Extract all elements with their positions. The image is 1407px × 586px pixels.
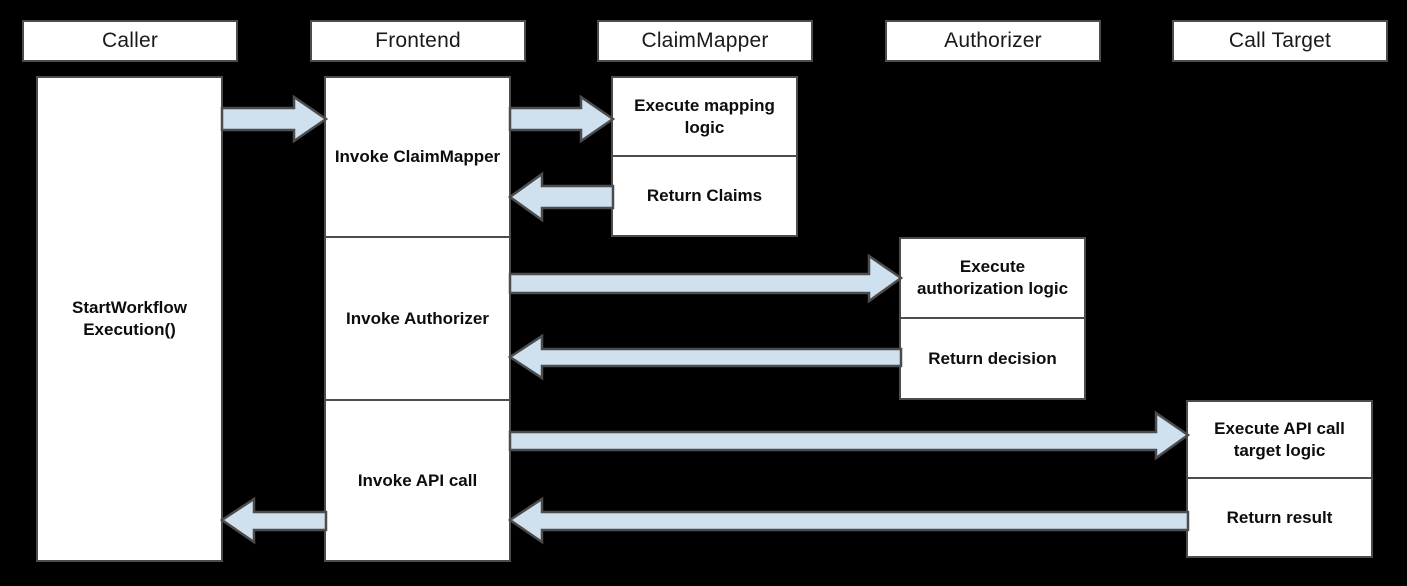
activation-caller-start-workflow-execution-label: StartWorkflow Execution()	[72, 298, 187, 339]
lifeline-header-frontend: Frontend	[310, 20, 526, 62]
activation-authorizer-execute-authorization-logic-label: Execute authorization logic	[916, 257, 1069, 298]
activation-frontend-invoke-claimmapper: Invoke ClaimMapper	[324, 76, 511, 237]
message-arrow-frontend-to-caller	[219, 496, 328, 545]
lifeline-header-caller-label: Caller	[101, 29, 159, 52]
lifeline-header-claimmapper: ClaimMapper	[597, 20, 813, 62]
message-arrow-frontend-to-authorizer	[508, 253, 904, 304]
lifeline-header-caller: Caller	[22, 20, 238, 62]
message-arrow-caller-to-frontend	[220, 94, 329, 144]
lifeline-header-authorizer: Authorizer	[885, 20, 1101, 62]
message-arrow-authorizer-to-frontend	[507, 333, 903, 381]
activation-caller-start-workflow-execution: StartWorkflow Execution()	[36, 76, 223, 562]
activation-claimmapper-return-claims: Return Claims	[611, 156, 798, 237]
activation-frontend-invoke-authorizer: Invoke Authorizer	[324, 237, 511, 400]
lifeline-header-claimmapper-label: ClaimMapper	[641, 29, 769, 52]
activation-authorizer-return-decision: Return decision	[899, 318, 1086, 400]
activation-frontend-invoke-authorizer-label: Invoke Authorizer	[346, 308, 489, 328]
message-arrow-claimmapper-to-frontend	[507, 171, 615, 223]
lifeline-header-calltarget: Call Target	[1172, 20, 1388, 62]
lifeline-header-calltarget-label: Call Target	[1228, 29, 1332, 52]
activation-frontend-invoke-api-call-label: Invoke API call	[357, 470, 478, 490]
activation-calltarget-execute-api-call-target-logic-label: Execute API call target logic	[1214, 418, 1345, 460]
activation-claimmapper-return-claims-label: Return Claims	[646, 186, 763, 206]
activation-calltarget-return-result: Return result	[1186, 478, 1373, 558]
activation-claimmapper-execute-mapping-logic: Execute mapping logic	[611, 76, 798, 156]
activation-authorizer-execute-authorization-logic: Execute authorization logic	[899, 237, 1086, 318]
lifeline-header-frontend-label: Frontend	[375, 29, 461, 52]
activation-authorizer-return-decision-label: Return decision	[928, 348, 1057, 368]
activation-calltarget-return-result-label: Return result	[1226, 507, 1333, 527]
activation-claimmapper-execute-mapping-logic-label: Execute mapping logic	[634, 95, 775, 137]
message-arrow-frontend-to-calltarget	[508, 410, 1191, 461]
lifeline-header-authorizer-label: Authorizer	[944, 29, 1042, 52]
activation-calltarget-execute-api-call-target-logic: Execute API call target logic	[1186, 400, 1373, 478]
activation-frontend-invoke-api-call: Invoke API call	[324, 400, 511, 562]
message-arrow-frontend-to-claimmapper	[508, 94, 616, 144]
message-arrow-calltarget-to-frontend	[507, 496, 1190, 545]
activation-frontend-invoke-claimmapper-label: Invoke ClaimMapper	[334, 147, 501, 167]
